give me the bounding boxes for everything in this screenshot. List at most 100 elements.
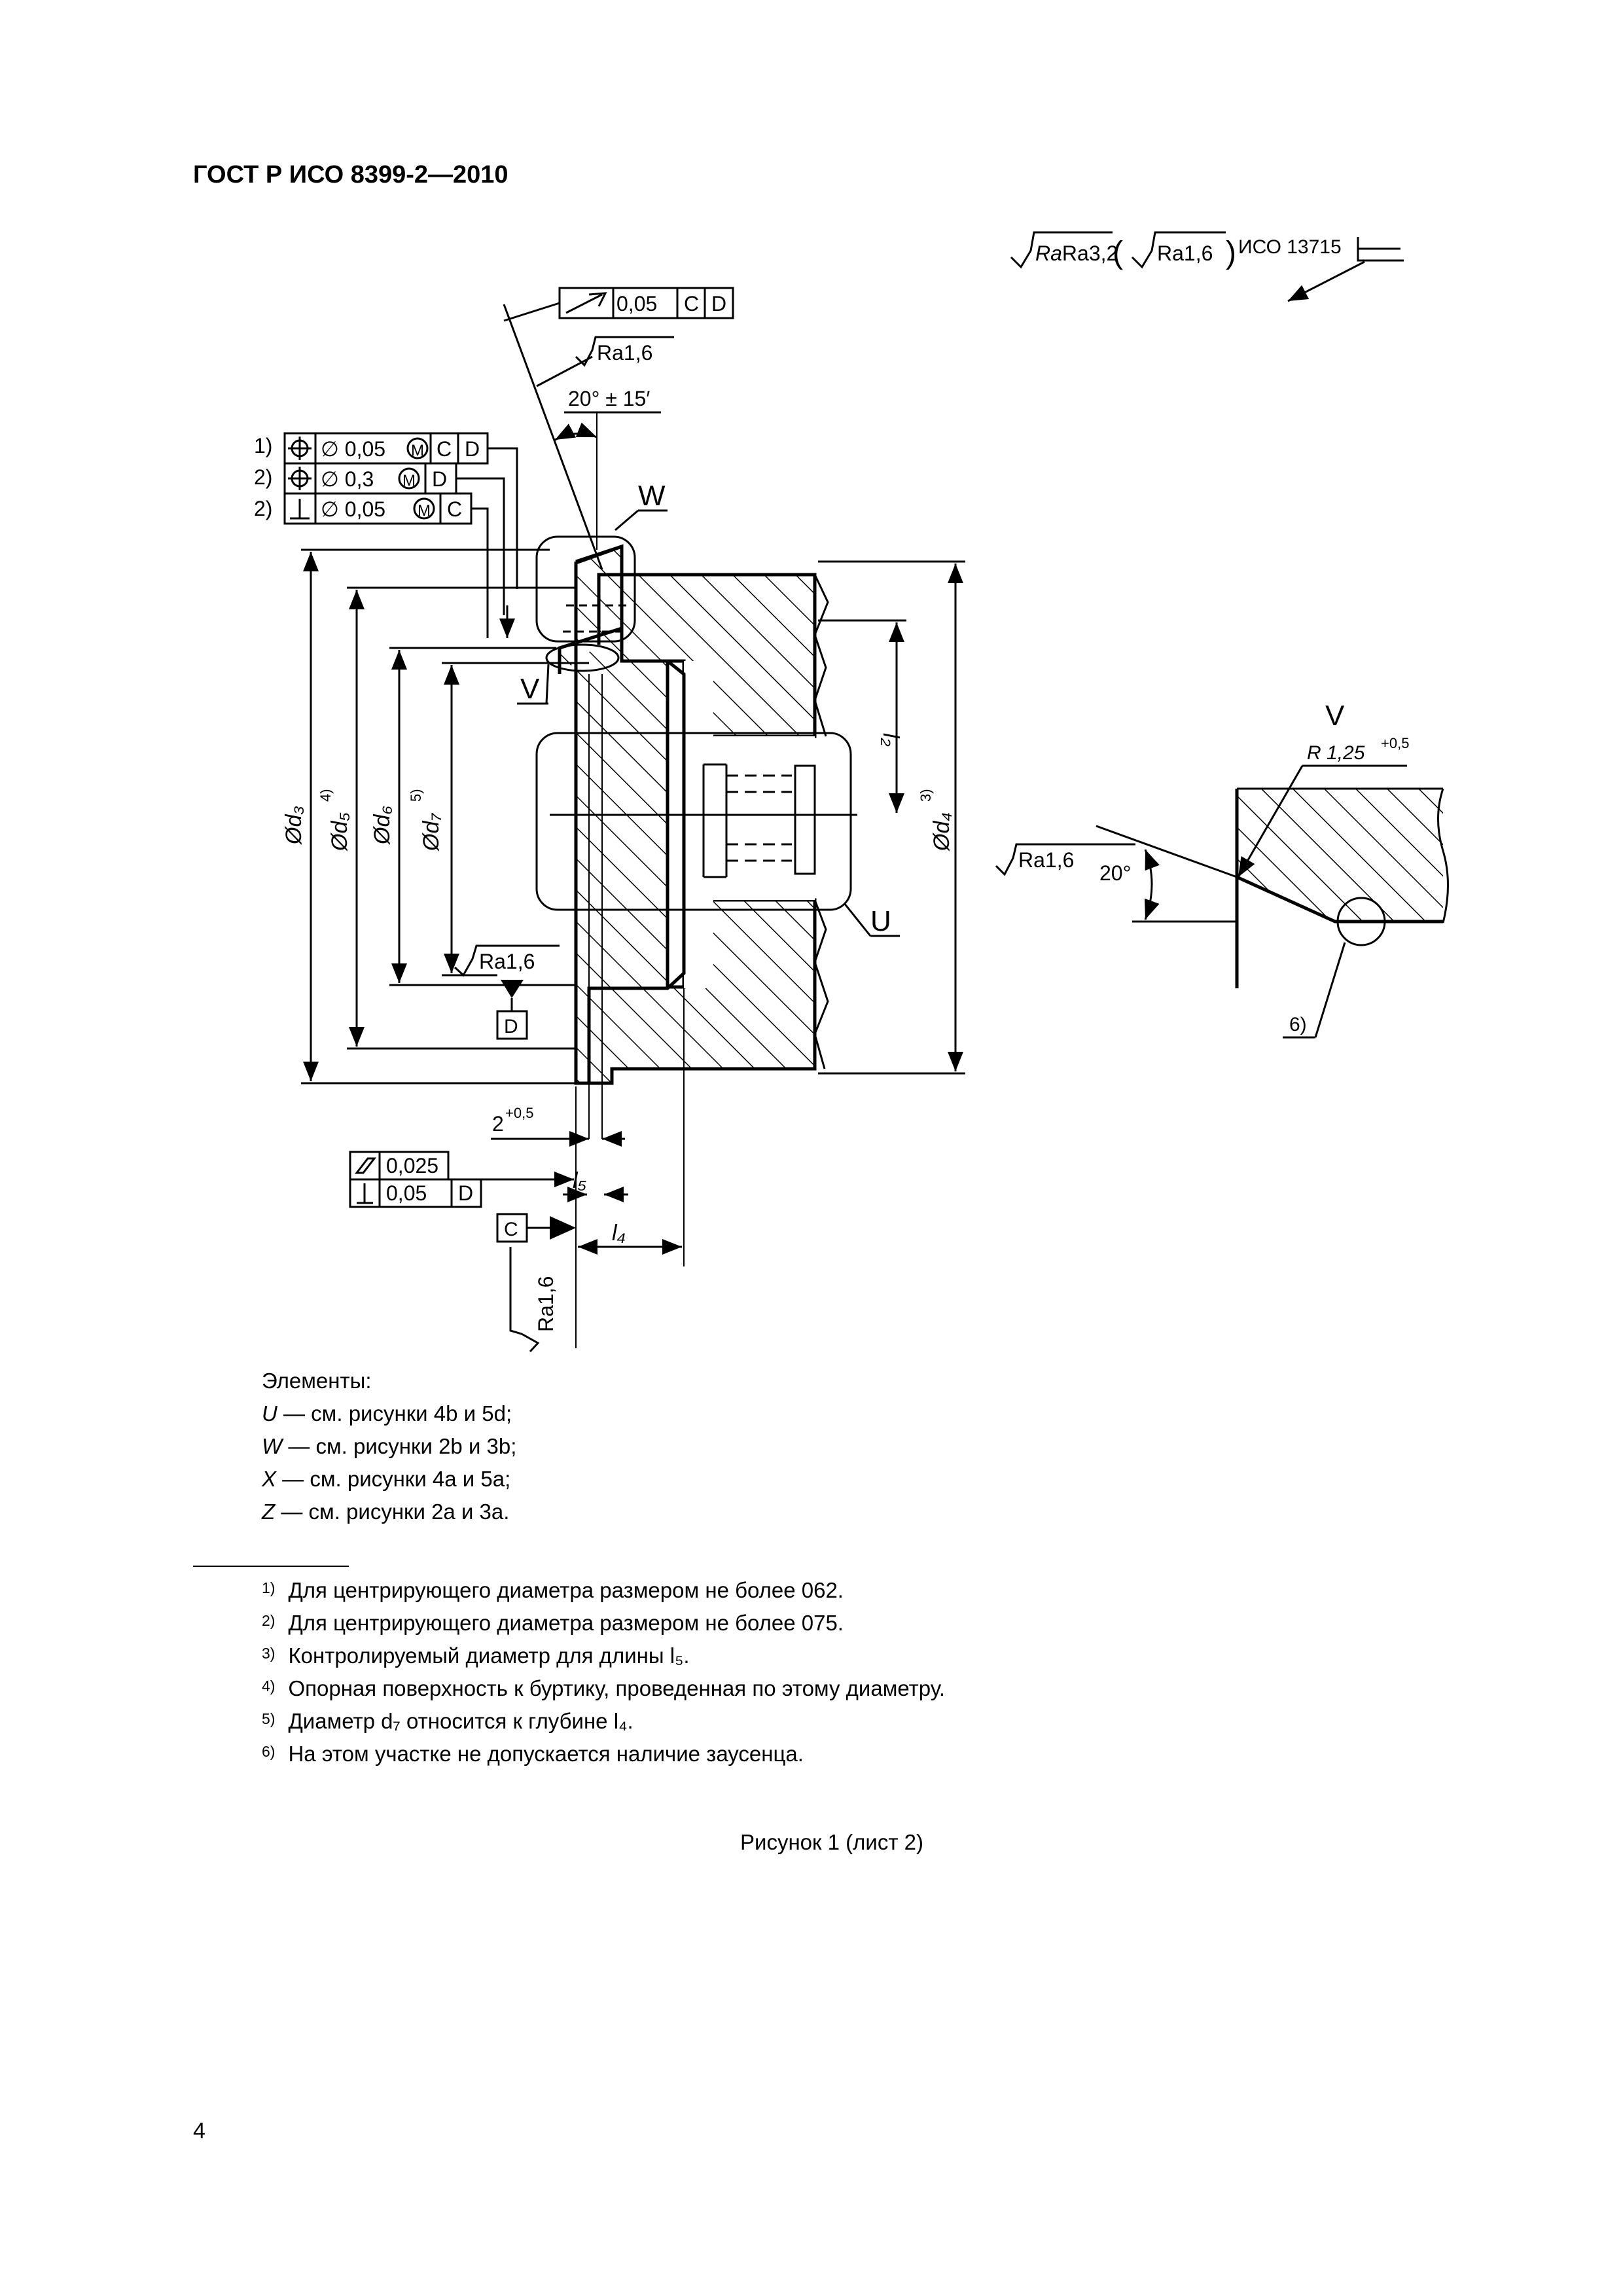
dim-d3: Ød₃ [281,806,306,845]
dim-d7: Ød₇ [419,813,444,852]
footnote-mark: 1) [262,1579,276,1596]
legend-text: — см. рисунки 2b и 3b; [282,1434,517,1458]
runout-tolerance: 0,05 [616,292,657,315]
label-w: W [638,480,666,512]
fcf2-datum: D [432,467,447,491]
footnote-mark: 6) [262,1743,276,1760]
page-number: 4 [193,2119,205,2144]
label-v: V [520,673,540,705]
technical-drawing: RaRa3,2 ( Ra1,6 ) ИСО 13715 0,05 C D Ra1… [254,231,1449,1353]
dim-d7-note: 5) [408,789,424,802]
detail-roughness: Ra1,6 [1018,848,1074,872]
roughness-general-alt: Ra1,6 [1157,242,1213,265]
fcf1-datum-1: C [437,437,452,461]
general-roughness: RaRa3,2 ( Ra1,6 ) ИСО 13715 [1010,231,1404,302]
footnote-text: На этом участке не допускается наличие з… [288,1742,804,1766]
bore-annotations: Ra1,6 D [454,944,560,1040]
modifier-m-3: M [418,502,431,520]
legend-item: W — см. рисунки 2b и 3b; [262,1430,516,1463]
roughness-standard: ИСО 13715 [1238,236,1342,258]
diameter-dimensions [301,548,965,1085]
fcf1-datum-2: D [465,437,480,461]
dim-d6: Ød₆ [370,806,395,845]
legend-item: Z — см. рисунки 2a и 3a. [262,1496,516,1528]
legend-item: U — см. рисунки 4b и 5d; [262,1397,516,1430]
footnote: 1) Для центрирующего диаметра размером не… [262,1574,945,1607]
fcf2-tolerance: ∅ 0,3 [321,467,374,491]
detail-note: 6) [1289,1014,1307,1035]
footnote-mark: 4) [262,1677,276,1695]
legend-text: — см. рисунки 4b и 5d; [277,1401,512,1426]
dim-d4: Ød₄ [929,812,954,852]
legend: Элементы: U — см. рисунки 4b и 5d; W — с… [262,1365,516,1528]
flatness-tolerance: 0,025 [386,1154,438,1177]
footnote: 2) Для центрирующего диаметра размером не… [262,1607,945,1640]
roughness-bore: Ra1,6 [479,950,535,973]
legend-item: X — см. рисунки 4a и 5a; [262,1463,516,1496]
footnote-text: Для центрирующего диаметра размером не б… [288,1611,844,1635]
footnote-text: Для центрирующего диаметра размером не б… [288,1578,844,1602]
dim-d5: Ød₅ [327,812,352,852]
face-annotations: Ra1,6 20° ± 15′ [503,304,674,570]
dim-l4: l₄ [612,1221,626,1246]
runout-frame: 0,05 C D [503,287,734,322]
perp-datum: D [458,1181,473,1205]
dim-2: 2 [492,1112,504,1136]
svg-text:): ) [1226,236,1236,270]
svg-text:(: ( [1113,236,1123,270]
legend-title: Элементы: [262,1369,372,1393]
footnote: 4) Опорная поверхность к буртику, проведе… [262,1672,945,1705]
detail-outlines: W V U [517,480,900,937]
part-section [550,544,857,1266]
fcf3-tolerance: ∅ 0,05 [321,497,385,521]
footnote-text: Опорная поверхность к буртику, проведенн… [288,1676,946,1700]
runout-datum-2: D [711,292,726,315]
fcf2-note: 2) [254,465,272,489]
roughness-general-value: Ra3,2 [1062,242,1118,265]
legend-key: U [262,1401,277,1426]
diameter-labels: Ød₃ Ød₅ 4) Ød₆ Ød₇ 5) Ød₄ 3) l₂ [281,733,954,852]
figure-caption: Рисунок 1 (лист 2) [740,1830,923,1854]
footnote-mark: 3) [262,1645,276,1662]
footnote: 6) На этом участке не допускается наличие… [262,1738,945,1770]
perp-tolerance: 0,05 [386,1181,427,1205]
datum-d: D [504,1016,518,1037]
dim-l2: l₂ [878,733,903,747]
legend-key: X [262,1467,277,1491]
legend-text: — см. рисунки 4a и 5a; [276,1467,511,1491]
detail-radius: R 1,25 [1307,742,1365,764]
fcf1-note: 1) [254,434,272,457]
angle-label: 20° ± 15′ [568,387,650,410]
footnote-mark: 5) [262,1710,276,1727]
document-header: ГОСТ Р ИСО 8399-2—2010 [193,161,508,188]
label-u: U [870,905,891,937]
position-frames: 1) 2) 2) ∅ 0,05 M C D ∅ 0,3 M D ∅ 0,05 M… [254,432,518,638]
datum-c: C [504,1219,518,1240]
bottom-dimensions: 2 +0,5 0,025 0,05 D l₅ C l₄ Ra1,6 [349,1086,682,1353]
detail-angle: 20° [1099,861,1131,885]
roughness-vertical: Ra1,6 [534,1276,558,1332]
legend-key: W [262,1434,283,1458]
legend-key: Z [262,1499,276,1524]
dim-l5: l₅ [573,1168,587,1193]
dim-d5-note: 4) [317,789,334,802]
dim-d4-note: 3) [918,789,934,802]
fcf3-note: 2) [254,497,272,520]
detail-radius-tol: +0,5 [1381,735,1409,751]
fcf1-tolerance: ∅ 0,05 [321,437,385,461]
footnote-text: Контролируемый диаметр для длины l₅. [288,1643,690,1668]
footnote: 5)Диаметр d₇ относится к глубине l₄. [262,1705,945,1738]
svg-text:RaRa3,2: RaRa3,2 [1035,242,1118,265]
footnote: 3) Контролируемый диаметр для длины l₅. [262,1640,945,1672]
dim-2-tol: +0,5 [505,1105,533,1121]
footnotes: 1) Для центрирующего диаметра размером не… [262,1574,945,1770]
roughness-face: Ra1,6 [597,341,652,365]
footnote-mark: 2) [262,1612,276,1629]
modifier-m-1: M [411,442,424,459]
runout-datum-1: C [684,292,699,315]
fcf3-datum: C [447,497,462,521]
detail-v: V R 1,25 +0,5 Ra1,6 20° 6) [995,700,1449,1039]
detail-title: V [1325,700,1345,732]
modifier-m-2: M [402,472,416,490]
legend-text: — см. рисунки 2a и 3a. [275,1499,510,1524]
